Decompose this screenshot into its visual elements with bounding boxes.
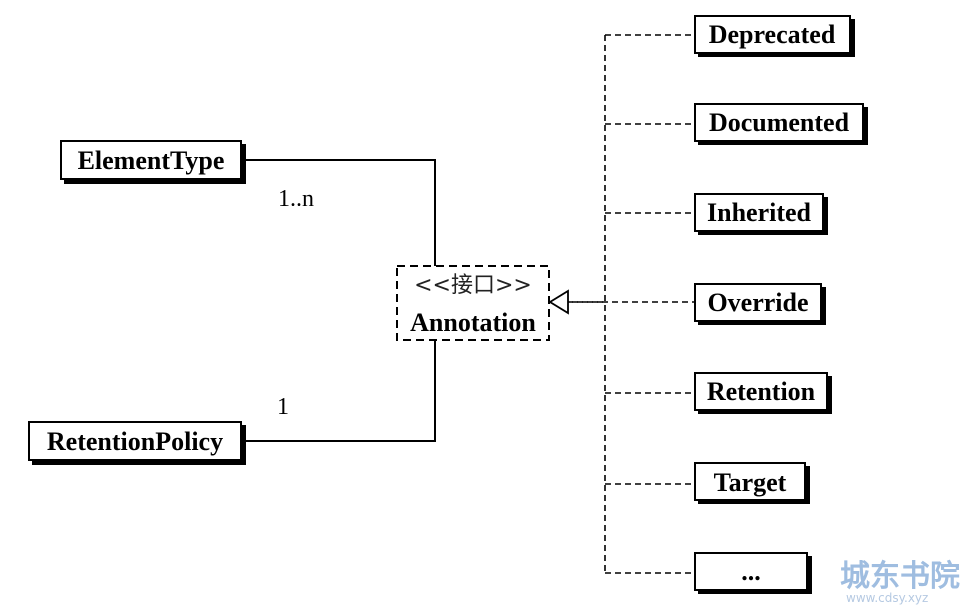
association-elementtype [243, 159, 436, 266]
interface-annotation: <<接口>> Annotation [396, 265, 550, 341]
impl-inherited: Inherited [605, 193, 828, 235]
watermark: 城东书院 www.cdsy.xyz [840, 559, 960, 605]
realization-arrowhead-icon [548, 289, 569, 315]
class-elementtype: ElementType [60, 140, 246, 184]
impl-deprecated-label: Deprecated [709, 20, 836, 49]
class-retentionpolicy-label: RetentionPolicy [47, 427, 223, 456]
impl-documented: Documented [605, 103, 868, 145]
association-retentionpolicy [243, 340, 436, 442]
impl-more: ... [605, 552, 812, 594]
impl-inherited-label: Inherited [707, 198, 812, 227]
interface-name: Annotation [410, 308, 536, 337]
impl-retention-label: Retention [707, 377, 816, 406]
multiplicity-elementtype: 1..n [278, 186, 314, 212]
impl-retention: Retention [605, 372, 832, 414]
impl-deprecated: Deprecated [605, 15, 855, 57]
impl-documented-label: Documented [709, 108, 850, 137]
impl-target-label: Target [714, 468, 787, 497]
multiplicity-retentionpolicy: 1 [277, 394, 289, 420]
impl-override-label: Override [707, 288, 808, 317]
class-retentionpolicy: RetentionPolicy [28, 421, 246, 465]
interface-stereotype: <<接口>> [414, 273, 532, 298]
impl-more-label: ... [741, 557, 761, 586]
watermark-text: 城东书院 [840, 559, 960, 594]
watermark-url: www.cdsy.xyz [846, 591, 928, 605]
class-elementtype-label: ElementType [78, 146, 225, 175]
impl-target: Target [605, 462, 810, 504]
impl-override: Override [572, 283, 826, 325]
